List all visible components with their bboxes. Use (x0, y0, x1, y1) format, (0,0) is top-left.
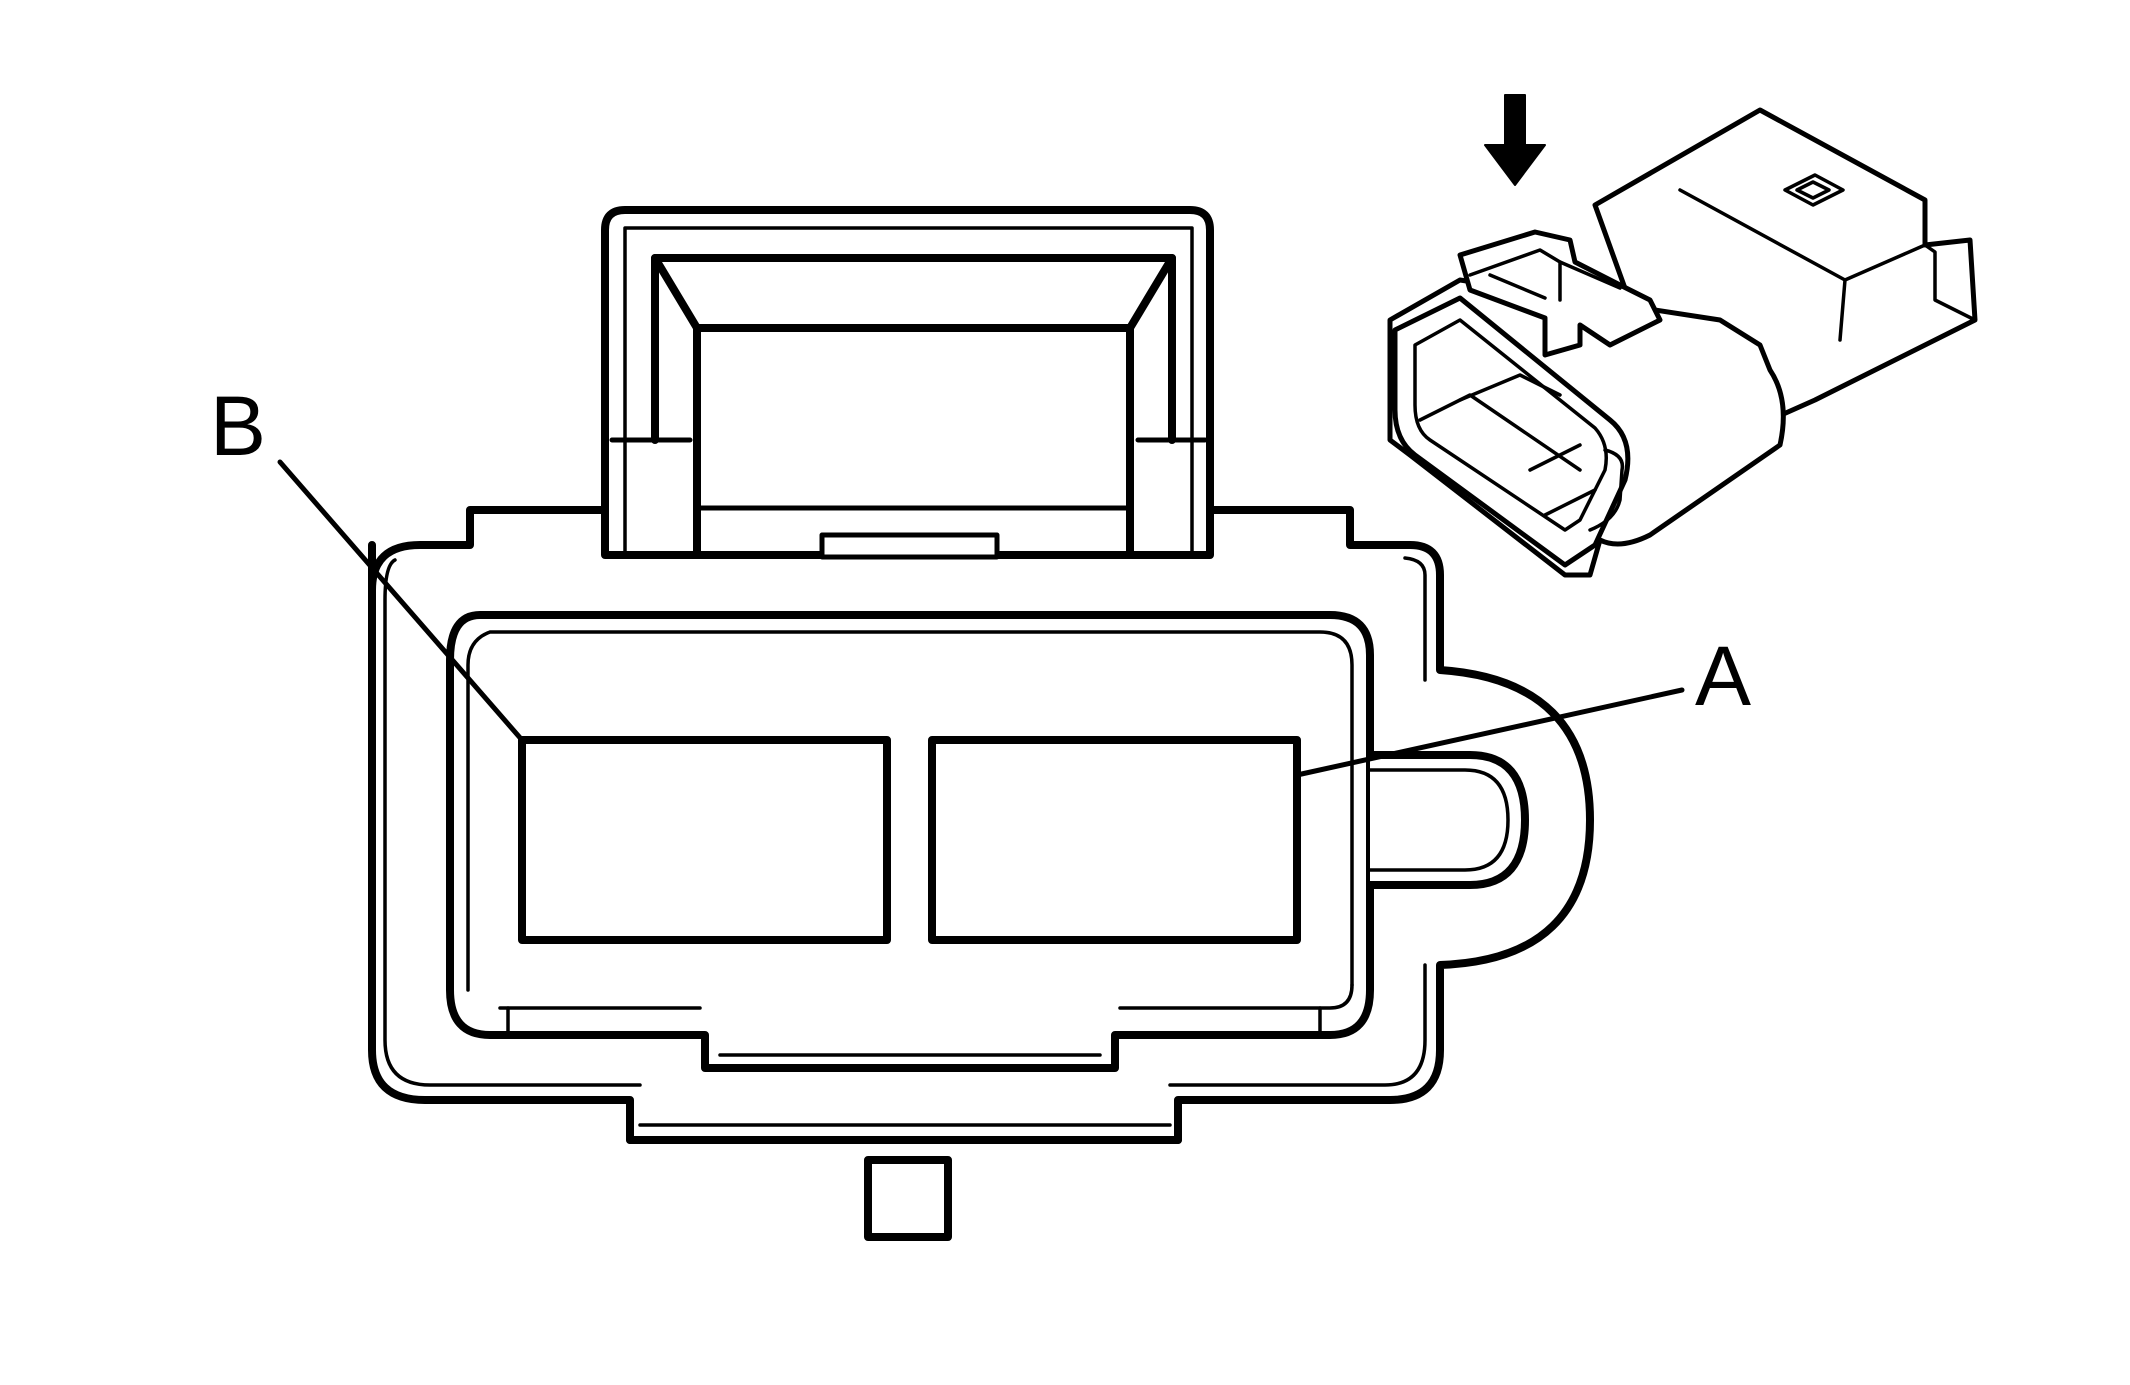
leader-line-b (277, 459, 525, 743)
pin-label-a: A (1695, 629, 1751, 723)
connector-bottom-tab (864, 1156, 952, 1241)
terminal-b (518, 736, 891, 944)
connector-latch (601, 206, 1214, 560)
rear-window-icon (1783, 173, 1845, 207)
connector-cavity (446, 611, 1374, 1072)
leader-line-a (1294, 687, 1685, 778)
connector-front-view: B A (210, 206, 1751, 1241)
down-arrow-icon (1484, 94, 1546, 186)
terminal-a (928, 736, 1301, 944)
housing-inner-edge (383, 556, 1427, 1127)
connector-isometric-view (1387, 94, 1978, 578)
pin-label-b: B (210, 379, 266, 473)
connector-key-tab (1366, 751, 1529, 889)
